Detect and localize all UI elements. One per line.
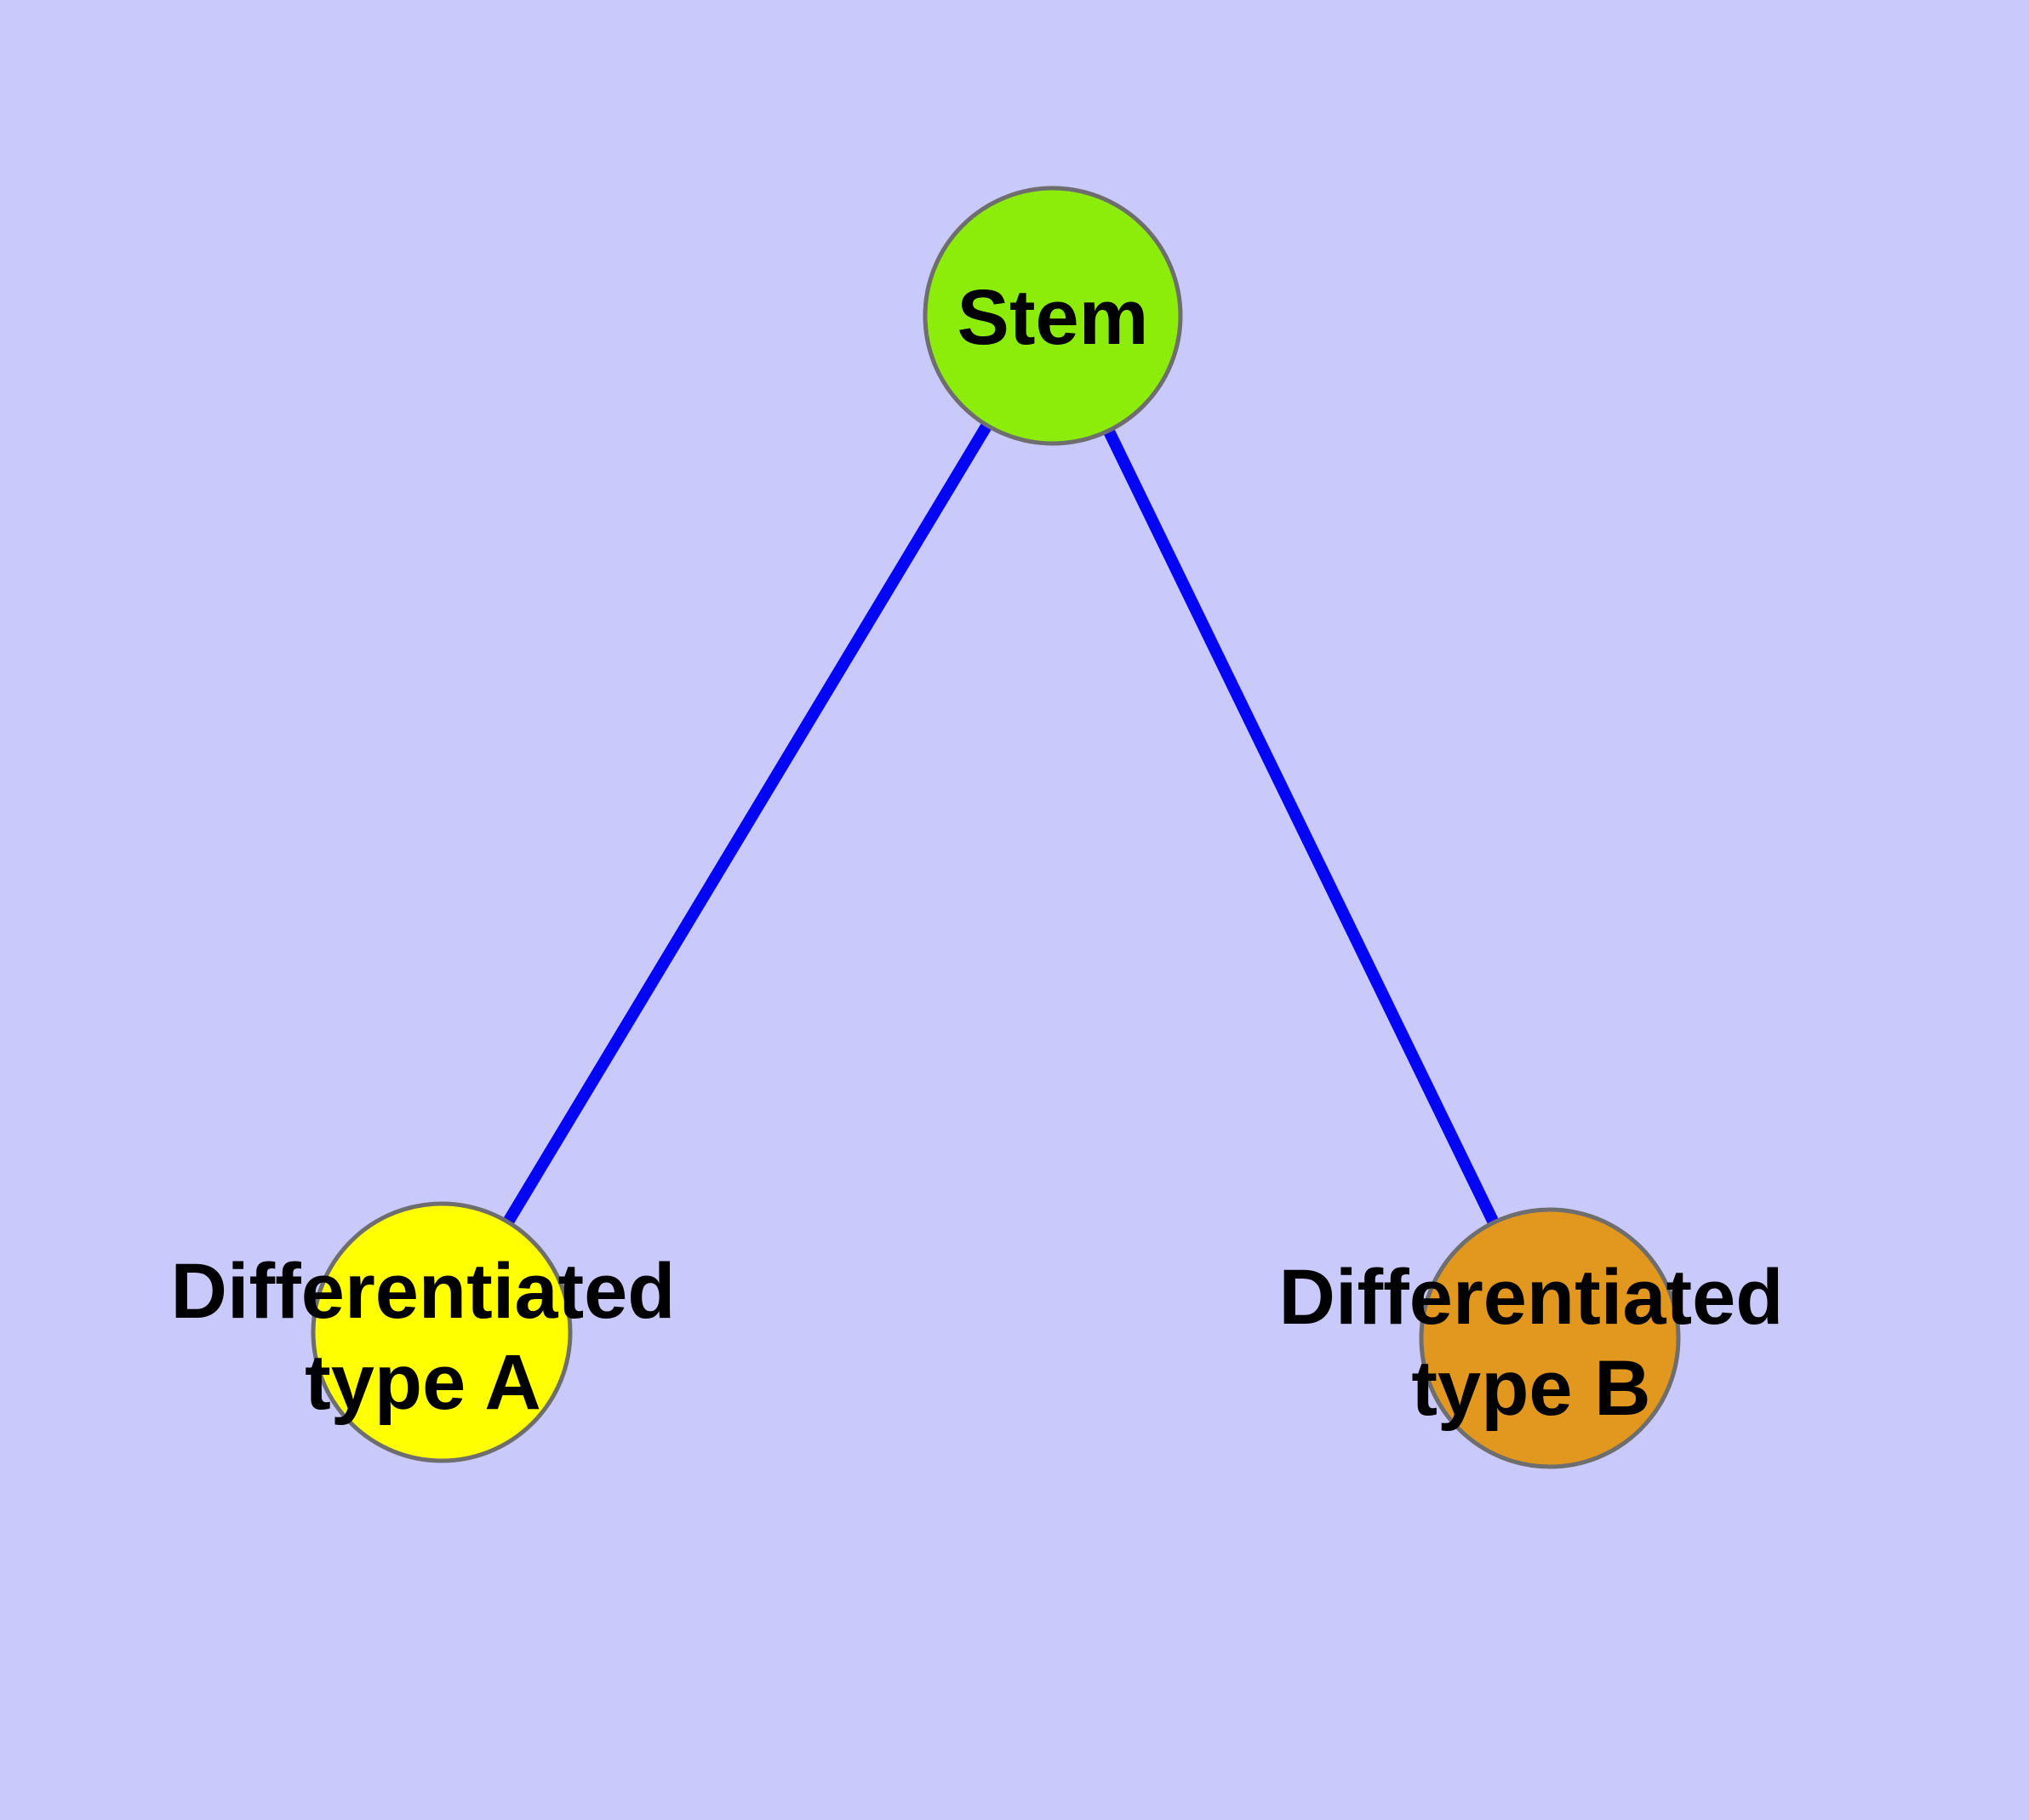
edge-stem-to-type-b: [1047, 312, 1556, 1342]
node-type-a-label-line2: type A: [305, 1339, 541, 1426]
edge-stem-to-type-a: [437, 312, 1058, 1336]
node-type-b-label-line2: type B: [1411, 1345, 1650, 1432]
node-stem-label: Stem: [957, 274, 1149, 361]
node-differentiated-type-a: [311, 1201, 573, 1463]
node-type-a-label-line1: Differentiated: [171, 1248, 676, 1335]
node-stem: [923, 186, 1183, 446]
node-differentiated-type-b: [1419, 1207, 1681, 1469]
node-type-b-label-line1: Differentiated: [1279, 1254, 1784, 1341]
